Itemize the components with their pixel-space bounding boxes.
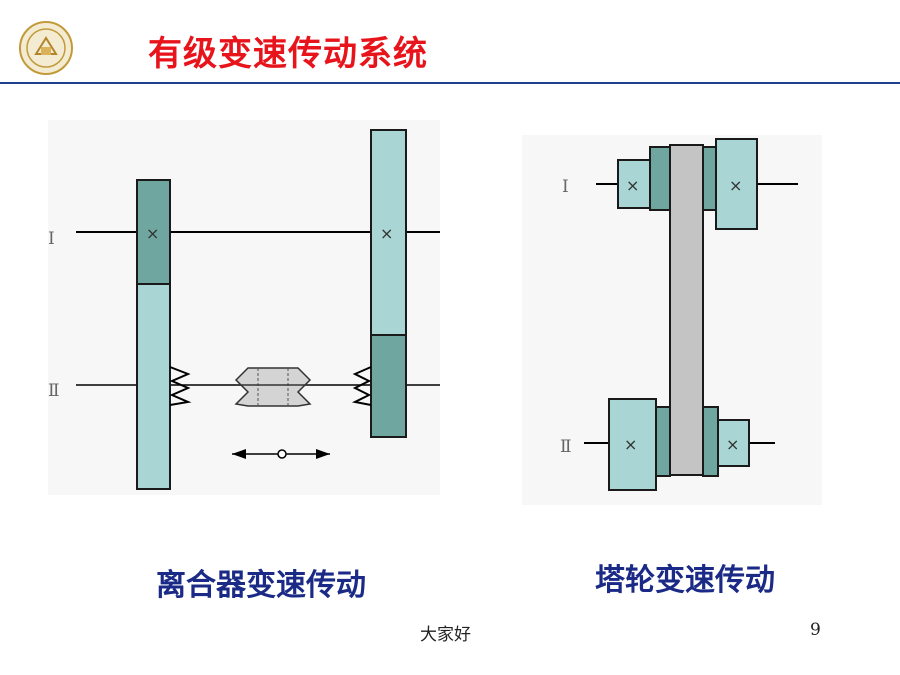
clutch-right-driven-gear	[370, 334, 407, 438]
lower-pulley-large-step	[608, 398, 657, 491]
clutch-left-driven-gear	[136, 283, 171, 490]
pulley-shaft-2-label: Ⅱ	[560, 437, 572, 457]
page-number: 9	[810, 620, 821, 640]
clutch-diagram-caption: 离合器变速传动	[156, 568, 366, 603]
clutch-right-bearing-mark: ×	[380, 224, 393, 243]
clutch-right-drive-gear	[370, 129, 407, 336]
clutch-left-jaw-teeth	[169, 366, 192, 406]
footer-text: 大家好	[420, 625, 471, 645]
clutch-transmission-diagram: Ⅰ Ⅱ × ×	[48, 120, 440, 495]
clutch-left-bearing-mark: ×	[146, 224, 159, 243]
clutch-left-drive-gear	[136, 179, 171, 285]
upper-pulley-large-step	[715, 138, 758, 230]
lower-pulley-small-step	[717, 419, 750, 467]
clutch-shaft-1-label: Ⅰ	[48, 229, 55, 249]
sliding-clutch-sleeve	[234, 367, 312, 407]
lower-small-bearing-mark: ×	[726, 435, 739, 454]
drive-belt	[669, 144, 704, 476]
clutch-right-jaw-teeth	[351, 366, 372, 406]
stepped-pulley-diagram: Ⅰ Ⅱ × × × ×	[522, 135, 822, 505]
clutch-shift-arrow	[232, 449, 330, 459]
page-title: 有级变速传动系统	[148, 34, 428, 74]
upper-small-bearing-mark: ×	[626, 176, 639, 195]
pulley-shaft-1-label: Ⅰ	[562, 177, 569, 197]
header-divider	[0, 82, 900, 84]
lower-pulley-middle-step	[702, 406, 719, 477]
lower-large-bearing-mark: ×	[624, 435, 637, 454]
upper-pulley-right-step	[702, 146, 717, 211]
upper-pulley-middle-step	[649, 146, 671, 211]
pulley-diagram-caption: 塔轮变速传动	[595, 563, 775, 598]
lower-pulley-left-step	[655, 406, 671, 477]
upper-large-bearing-mark: ×	[729, 176, 742, 195]
clutch-shaft-2-label: Ⅱ	[48, 381, 60, 401]
university-seal-logo	[19, 21, 73, 75]
